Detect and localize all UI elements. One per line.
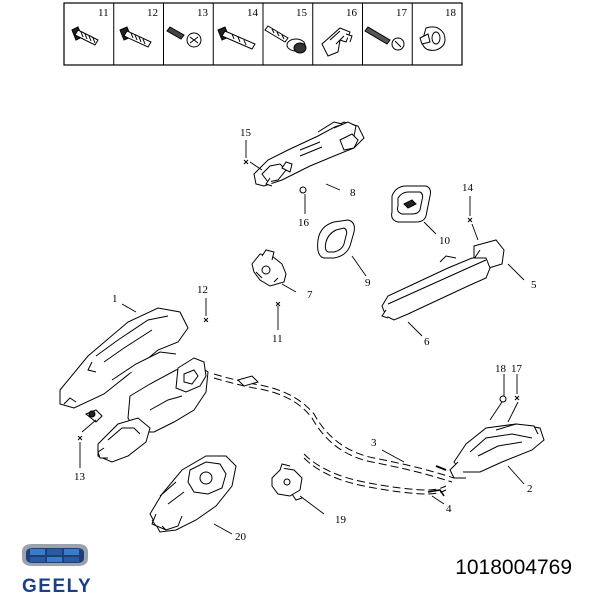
bolt-11-icon — [71, 26, 99, 46]
lock-module-1 — [59, 307, 209, 463]
fastener-marks — [77, 159, 520, 441]
strip-label-15: 15 — [296, 7, 308, 19]
callout-13: 13 — [74, 471, 86, 483]
callout-numbers: 1 2 3 4 5 6 7 8 9 10 11 12 13 14 15 16 1… — [74, 127, 537, 543]
strip-label-17: 17 — [396, 7, 408, 19]
leader-lines — [79, 140, 525, 535]
strip-label-14: 14 — [247, 7, 259, 19]
handle-frame-8 — [253, 121, 365, 187]
bracket-7 — [251, 249, 287, 287]
escutcheon-10 — [391, 185, 431, 223]
part-number: 1018004769 — [455, 556, 572, 579]
callout-4: 4 — [446, 503, 452, 515]
screw-17-icon — [364, 26, 405, 51]
strip-label-13: 13 — [197, 7, 209, 19]
cable-4 — [303, 453, 447, 497]
screw-15-icon — [264, 25, 307, 54]
cable-clip-19 — [271, 463, 303, 501]
callout-19: 19 — [335, 514, 347, 526]
strip-label-18: 18 — [445, 7, 457, 19]
clip-16-icon — [321, 27, 353, 57]
callout-3: 3 — [371, 437, 377, 449]
geely-emblem-icon — [22, 544, 88, 566]
gasket-9 — [317, 219, 355, 259]
callout-20: 20 — [235, 531, 247, 543]
fastener-strip: 11 12 13 14 15 16 17 18 — [63, 2, 463, 66]
strip-label-16: 16 — [346, 7, 358, 19]
callout-6: 6 — [424, 336, 430, 348]
callout-12: 12 — [197, 284, 208, 296]
callout-2: 2 — [527, 483, 533, 495]
callout-9: 9 — [365, 277, 371, 289]
cable-3 — [213, 373, 455, 483]
callout-1: 1 — [112, 293, 118, 305]
brand-wordmark: GEELY — [22, 576, 93, 597]
callout-17: 17 — [511, 363, 523, 375]
strip-label-11: 11 — [98, 7, 109, 19]
callout-16: 16 — [298, 217, 310, 229]
callout-15: 15 — [240, 127, 252, 139]
bolt-12-icon — [119, 26, 152, 48]
outer-handle-6 — [381, 255, 491, 321]
screw-13-icon — [166, 26, 202, 48]
lock-actuator-20 — [149, 455, 237, 533]
callout-11: 11 — [272, 333, 283, 345]
callout-18: 18 — [495, 363, 507, 375]
callout-8: 8 — [350, 187, 356, 199]
inside-handle-2 — [449, 423, 545, 479]
callout-7: 7 — [307, 289, 313, 301]
callout-5: 5 — [531, 279, 537, 291]
bolt-14-icon — [217, 26, 256, 50]
plug-18-icon — [419, 26, 446, 51]
strip-label-12: 12 — [147, 7, 158, 19]
callout-10: 10 — [439, 235, 451, 247]
callout-14: 14 — [462, 182, 474, 194]
